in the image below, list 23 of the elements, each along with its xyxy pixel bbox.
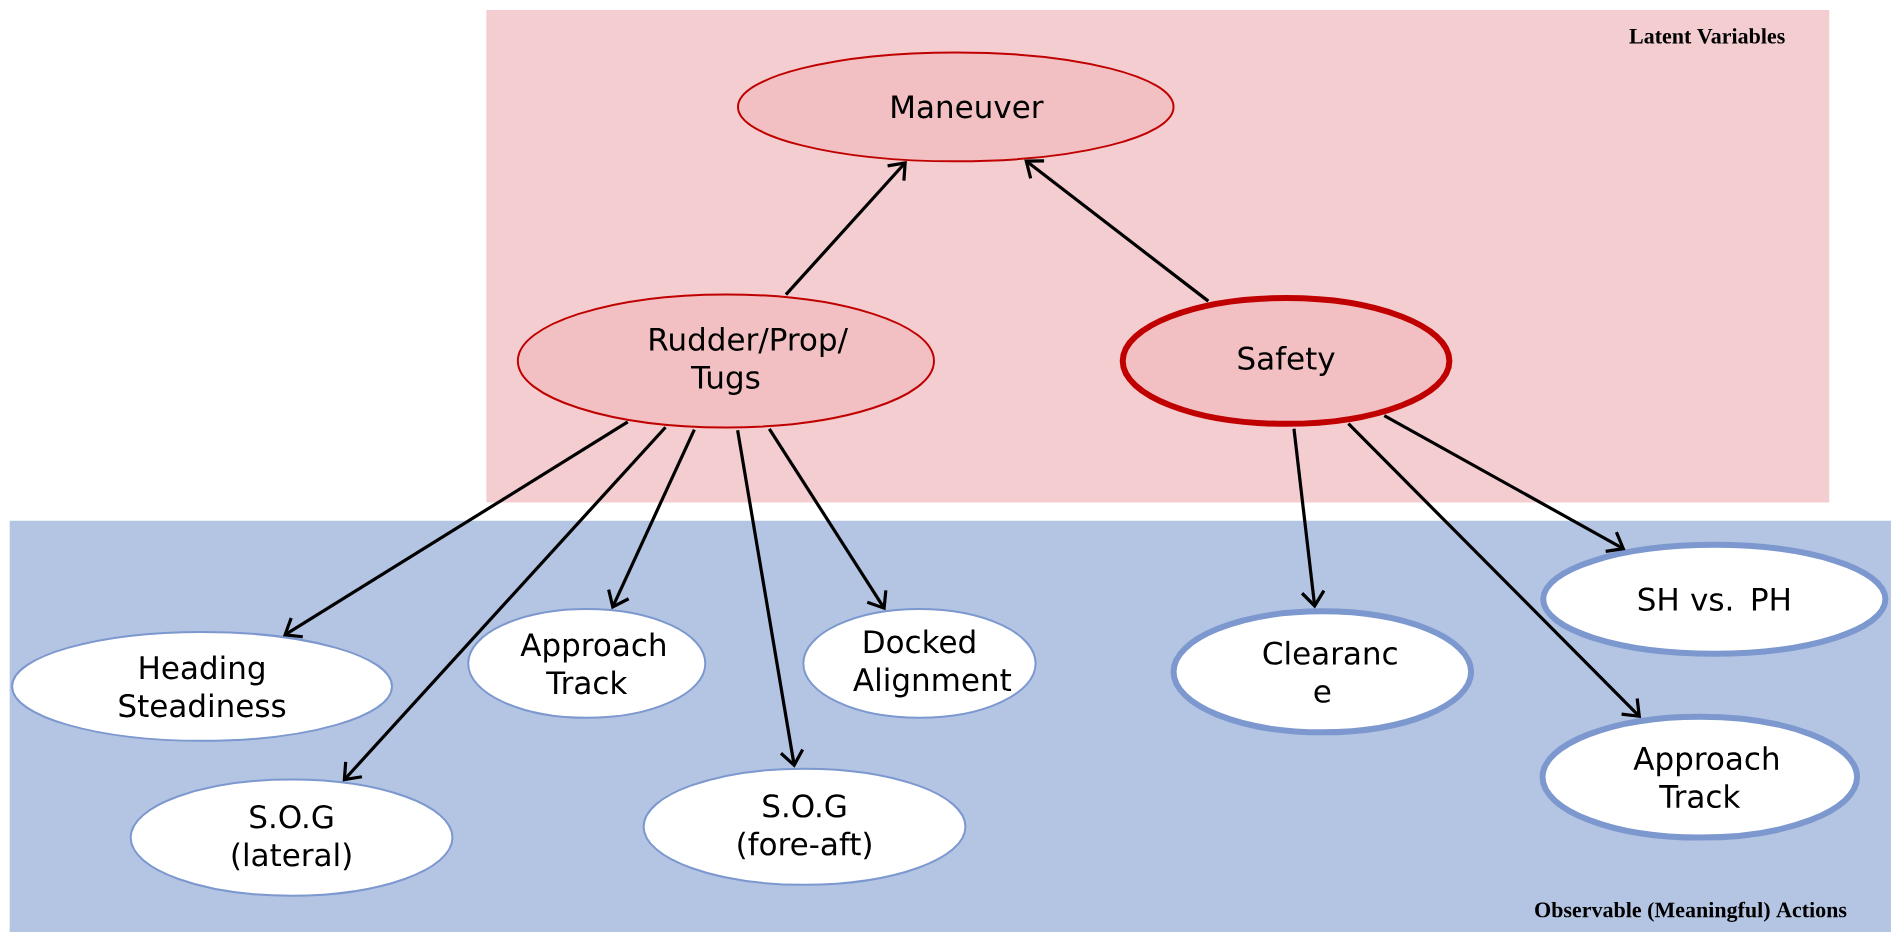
arrow [736, 430, 805, 768]
band-heading: Latent Variables [1629, 28, 1785, 44]
arrow [1024, 159, 1210, 303]
ellipse-node: Heading Steadiness [11, 630, 393, 742]
ellipse-node: Rudder/Prop/ Tugs [516, 293, 935, 429]
band-heading: Observable (Meaningful) Actions [1535, 901, 1847, 922]
arrow [342, 426, 667, 782]
arrow [1292, 428, 1326, 609]
ellipse-node: S.O.G (fore-aft) [642, 767, 967, 886]
ellipse-node: Docked Alignment [802, 607, 1037, 719]
ellipse-node: Clearanc e [1170, 608, 1475, 736]
ellipse-node: Safety [1119, 295, 1453, 427]
arrow [767, 427, 888, 611]
ellipse-node: Approach Track [467, 607, 707, 719]
ellipse-node: S.O.G (lateral) [129, 778, 454, 897]
ellipse-node: Approach Track [1539, 713, 1861, 841]
arrow [1347, 422, 1642, 719]
arrow [607, 428, 696, 610]
ellipse-node: SH vs. PH [1540, 541, 1889, 657]
arrow [784, 160, 907, 296]
arrow [282, 420, 629, 639]
arrow [1383, 414, 1626, 553]
ellipse-node: Maneuver [737, 51, 1175, 163]
